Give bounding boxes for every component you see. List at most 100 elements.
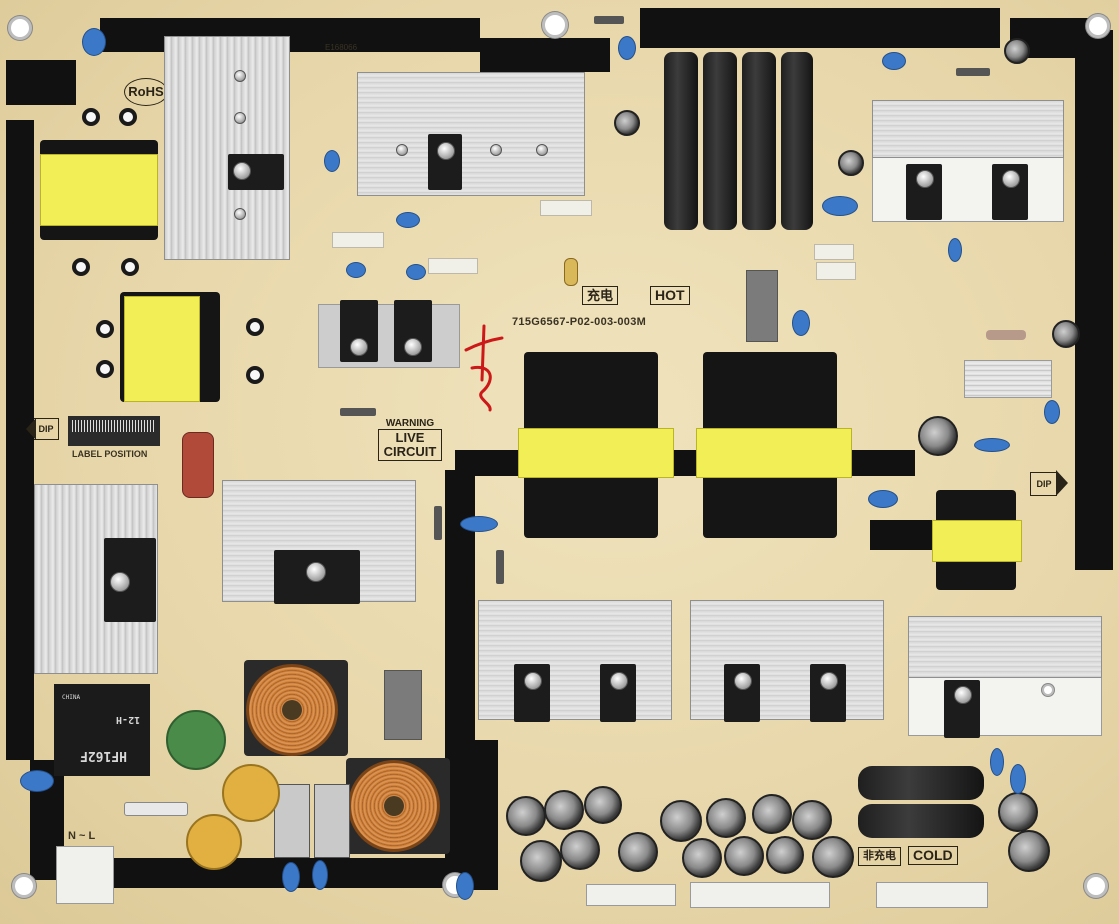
mosfet-screw [916, 170, 934, 188]
y-capacitor [186, 814, 242, 870]
electrolytic-capacitor [724, 836, 764, 876]
diode-screw [610, 672, 628, 690]
ceramic-capacitor [990, 748, 1004, 776]
transformer-label [696, 428, 852, 478]
electrolytic-capacitor [1004, 38, 1030, 64]
dip-arrow-right-tip [1056, 470, 1068, 496]
ground-trace-top [100, 18, 480, 52]
electrolytic-capacitor [1052, 320, 1080, 348]
diode [956, 68, 990, 76]
electrolytic-capacitor [1008, 830, 1050, 872]
power-resistor [814, 244, 854, 260]
heatsink-screw [490, 144, 502, 156]
ceramic-capacitor [822, 196, 858, 216]
board-part-number: 715G6567-P02-003-003M [512, 316, 647, 328]
warning-line-2: CIRCUIT [383, 444, 437, 459]
dip-arrow-left: DIP [34, 418, 59, 440]
small-heatsink [964, 360, 1052, 398]
common-mode-choke [348, 760, 440, 852]
dip-left-text: DIP [38, 424, 54, 434]
electrolytic-capacitor [706, 798, 746, 838]
diode [594, 16, 624, 24]
electrolytic-capacitor [998, 792, 1038, 832]
heatsink [690, 600, 884, 720]
mosfet-screw [350, 338, 368, 356]
diode [434, 506, 442, 540]
heatsink [357, 72, 585, 196]
ceramic-capacitor [882, 52, 906, 70]
ceramic-capacitor [312, 860, 328, 890]
electrolytic-capacitor [544, 790, 584, 830]
mosfet-screw [1002, 170, 1020, 188]
output-connector [690, 882, 830, 908]
output-capacitor [858, 804, 984, 838]
output-capacitor [858, 766, 984, 800]
diode [496, 550, 504, 584]
relay-model: HF162F [80, 748, 127, 763]
power-resistor [428, 258, 478, 274]
heatsink-hole [1042, 684, 1054, 696]
crystal-oscillator [564, 258, 578, 286]
electrolytic-capacitor [506, 796, 546, 836]
electrolytic-capacitor [838, 150, 864, 176]
hot-zone-marking: HOT [650, 286, 690, 305]
fuse-resistor [182, 432, 214, 498]
transformer-label [518, 428, 674, 478]
warning-line-1: LIVE [395, 430, 425, 445]
hot-zone-cn-marking: 充电 [582, 286, 619, 305]
warning-box: LIVE CIRCUIT [378, 429, 442, 461]
ceramic-capacitor [82, 28, 106, 56]
electrolytic-capacitor [614, 110, 640, 136]
x-capacitor [746, 270, 778, 342]
power-resistor [540, 200, 592, 216]
diode-screw [734, 672, 752, 690]
solder-pad [121, 258, 139, 276]
rohs-marking: RoHS [124, 78, 168, 106]
common-mode-choke [246, 664, 338, 756]
ground-trace-mid-diagonal [470, 740, 498, 890]
resistor [986, 330, 1026, 340]
inspection-mark [464, 324, 504, 412]
ul-code: E168066 [325, 43, 358, 52]
electrolytic-capacitor [660, 800, 702, 842]
mounting-hole [8, 16, 32, 40]
transformer-label [932, 520, 1022, 562]
solder-pad [246, 366, 264, 384]
output-connector [586, 884, 676, 906]
bulk-capacitor [742, 52, 776, 230]
ground-trace-top-left [6, 60, 76, 105]
ceramic-capacitor [974, 438, 1010, 452]
ground-trace-left [6, 120, 34, 760]
live-circuit-warning: WARNING LIVE CIRCUIT [378, 418, 442, 461]
bulk-capacitor [781, 52, 813, 230]
heatsink-screw [536, 144, 548, 156]
mosfet-screw [306, 562, 326, 582]
diode-screw [820, 672, 838, 690]
electrolytic-capacitor [812, 836, 854, 878]
rectifier-screw [110, 572, 130, 592]
ceramic-capacitor [20, 770, 54, 792]
rohs-text: RoHS [128, 84, 164, 99]
ground-trace-right [1075, 30, 1113, 570]
electrolytic-capacitor [752, 794, 792, 834]
varistor [166, 710, 226, 770]
relay-voltage: 12-H [116, 714, 141, 725]
dip-arrow-right: DIP [1030, 472, 1057, 496]
mounting-hole [1086, 14, 1110, 38]
ac-input-connector [56, 846, 114, 904]
electrolytic-capacitor [766, 836, 804, 874]
y-capacitor [222, 764, 280, 822]
relay: CHINA 12-H HF162F [54, 684, 150, 776]
heatsink-screw [234, 70, 246, 82]
output-connector [876, 882, 988, 908]
power-resistor [332, 232, 384, 248]
relay-origin: CHINA [62, 694, 81, 701]
electrolytic-capacitor [918, 416, 958, 456]
power-resistor [816, 262, 856, 280]
electrolytic-capacitor [682, 838, 722, 878]
ceramic-capacitor [456, 872, 474, 900]
bulk-capacitor [703, 52, 737, 230]
dip-right-text: DIP [1036, 479, 1052, 489]
warning-title: WARNING [385, 418, 435, 429]
